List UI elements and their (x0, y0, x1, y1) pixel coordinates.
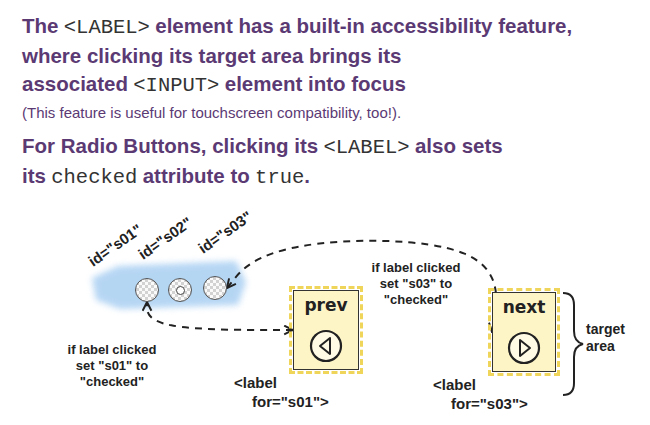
dashed-connector (227, 241, 496, 332)
dashed-connector (147, 302, 293, 330)
code-text: true (255, 166, 304, 189)
icon-circle (509, 333, 539, 363)
label-box: prev<label for="s01"> (293, 290, 359, 370)
label-caption: next (503, 297, 546, 317)
icon-circle (311, 331, 341, 361)
body-text: The (22, 14, 58, 37)
label-box: next<label for="s03"> (492, 292, 556, 372)
id-label: id="s01" (85, 220, 145, 269)
body-text: attribute to (143, 164, 250, 187)
annotation: target area (586, 321, 644, 355)
radio-button: id="s03" (203, 276, 227, 300)
arrow-icon (308, 328, 344, 364)
body-text: (This feature is useful for touchscreen … (22, 104, 401, 121)
icon-triangle (320, 338, 330, 354)
radio-button: id="s01" (135, 278, 159, 302)
id-label: id="s03" (195, 207, 255, 256)
arrow-icon (506, 330, 542, 366)
body-text: element into focus (225, 72, 406, 95)
text-paragraph: The<LABEL>element has a built-in accessi… (22, 12, 634, 100)
highlight-band (92, 261, 246, 309)
body-text: For Radio Buttons, clicking its (22, 134, 318, 157)
edge-note: if label clicked set "s03" to "checked" (368, 260, 464, 308)
radio-dot (176, 286, 185, 295)
radio-button: id="s02" (168, 278, 192, 302)
id-label: id="s02" (135, 213, 195, 262)
code-label: <label for="s03"> (433, 375, 537, 413)
text-paragraph: For Radio Buttons, clicking its<LABEL>al… (22, 132, 634, 192)
label-caption: prev (304, 295, 347, 315)
body-text: . (304, 164, 310, 187)
icon-triangle (520, 340, 530, 356)
text-block: The<LABEL>element has a built-in accessi… (22, 12, 634, 192)
code-text: <INPUT> (133, 74, 219, 97)
code-label: <label for="s01"> (234, 373, 338, 411)
bracket (563, 293, 583, 395)
code-text: <LABEL> (323, 136, 409, 159)
code-text: checked (51, 166, 137, 189)
code-text: <LABEL> (64, 16, 150, 39)
text-paragraph: (This feature is useful for touchscreen … (22, 102, 634, 124)
edge-note: if label clicked set "s01" to "checked" (62, 342, 162, 390)
